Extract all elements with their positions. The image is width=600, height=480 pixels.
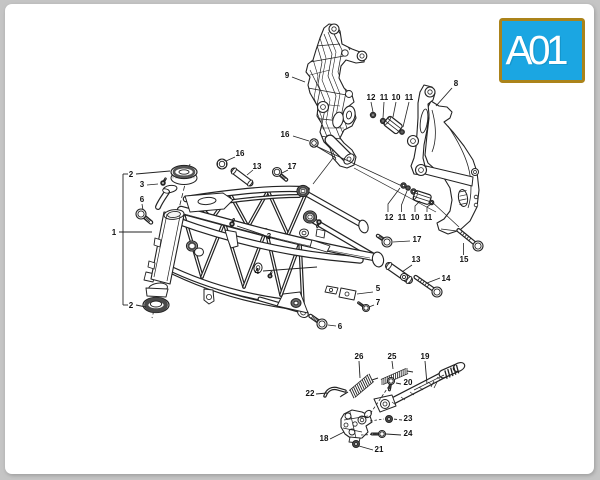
svg-text:4: 4 [255,267,260,276]
svg-text:11: 11 [405,93,414,102]
svg-text:9: 9 [285,71,290,80]
svg-text:11: 11 [398,213,407,222]
svg-text:19: 19 [421,352,430,361]
svg-text:16: 16 [236,149,245,158]
svg-text:3: 3 [267,232,272,241]
svg-text:13: 13 [412,255,421,264]
svg-text:26: 26 [355,352,364,361]
svg-text:21: 21 [375,445,384,454]
svg-text:3: 3 [140,180,145,189]
svg-text:15: 15 [460,255,469,264]
svg-text:6: 6 [140,195,145,204]
svg-text:14: 14 [442,274,451,283]
svg-text:25: 25 [388,352,397,361]
svg-text:8: 8 [454,79,459,88]
svg-text:A01: A01 [506,27,569,73]
svg-text:17: 17 [413,235,422,244]
svg-text:11: 11 [424,213,433,222]
svg-text:6: 6 [338,322,343,331]
svg-text:10: 10 [411,213,420,222]
svg-text:22: 22 [306,389,315,398]
svg-text:13: 13 [253,162,262,171]
svg-text:24: 24 [404,429,413,438]
svg-text:23: 23 [404,414,413,423]
svg-text:1: 1 [112,228,117,237]
svg-text:12: 12 [367,93,376,102]
svg-text:18: 18 [320,434,329,443]
svg-text:16: 16 [281,130,290,139]
svg-text:2: 2 [129,301,134,310]
svg-text:7: 7 [376,298,381,307]
svg-text:10: 10 [392,93,401,102]
svg-text:20: 20 [404,378,413,387]
svg-text:17: 17 [288,162,297,171]
svg-text:5: 5 [376,284,381,293]
svg-text:12: 12 [385,213,394,222]
svg-text:A01: A01 [507,28,570,74]
svg-text:2: 2 [129,170,134,179]
svg-text:11: 11 [380,93,389,102]
